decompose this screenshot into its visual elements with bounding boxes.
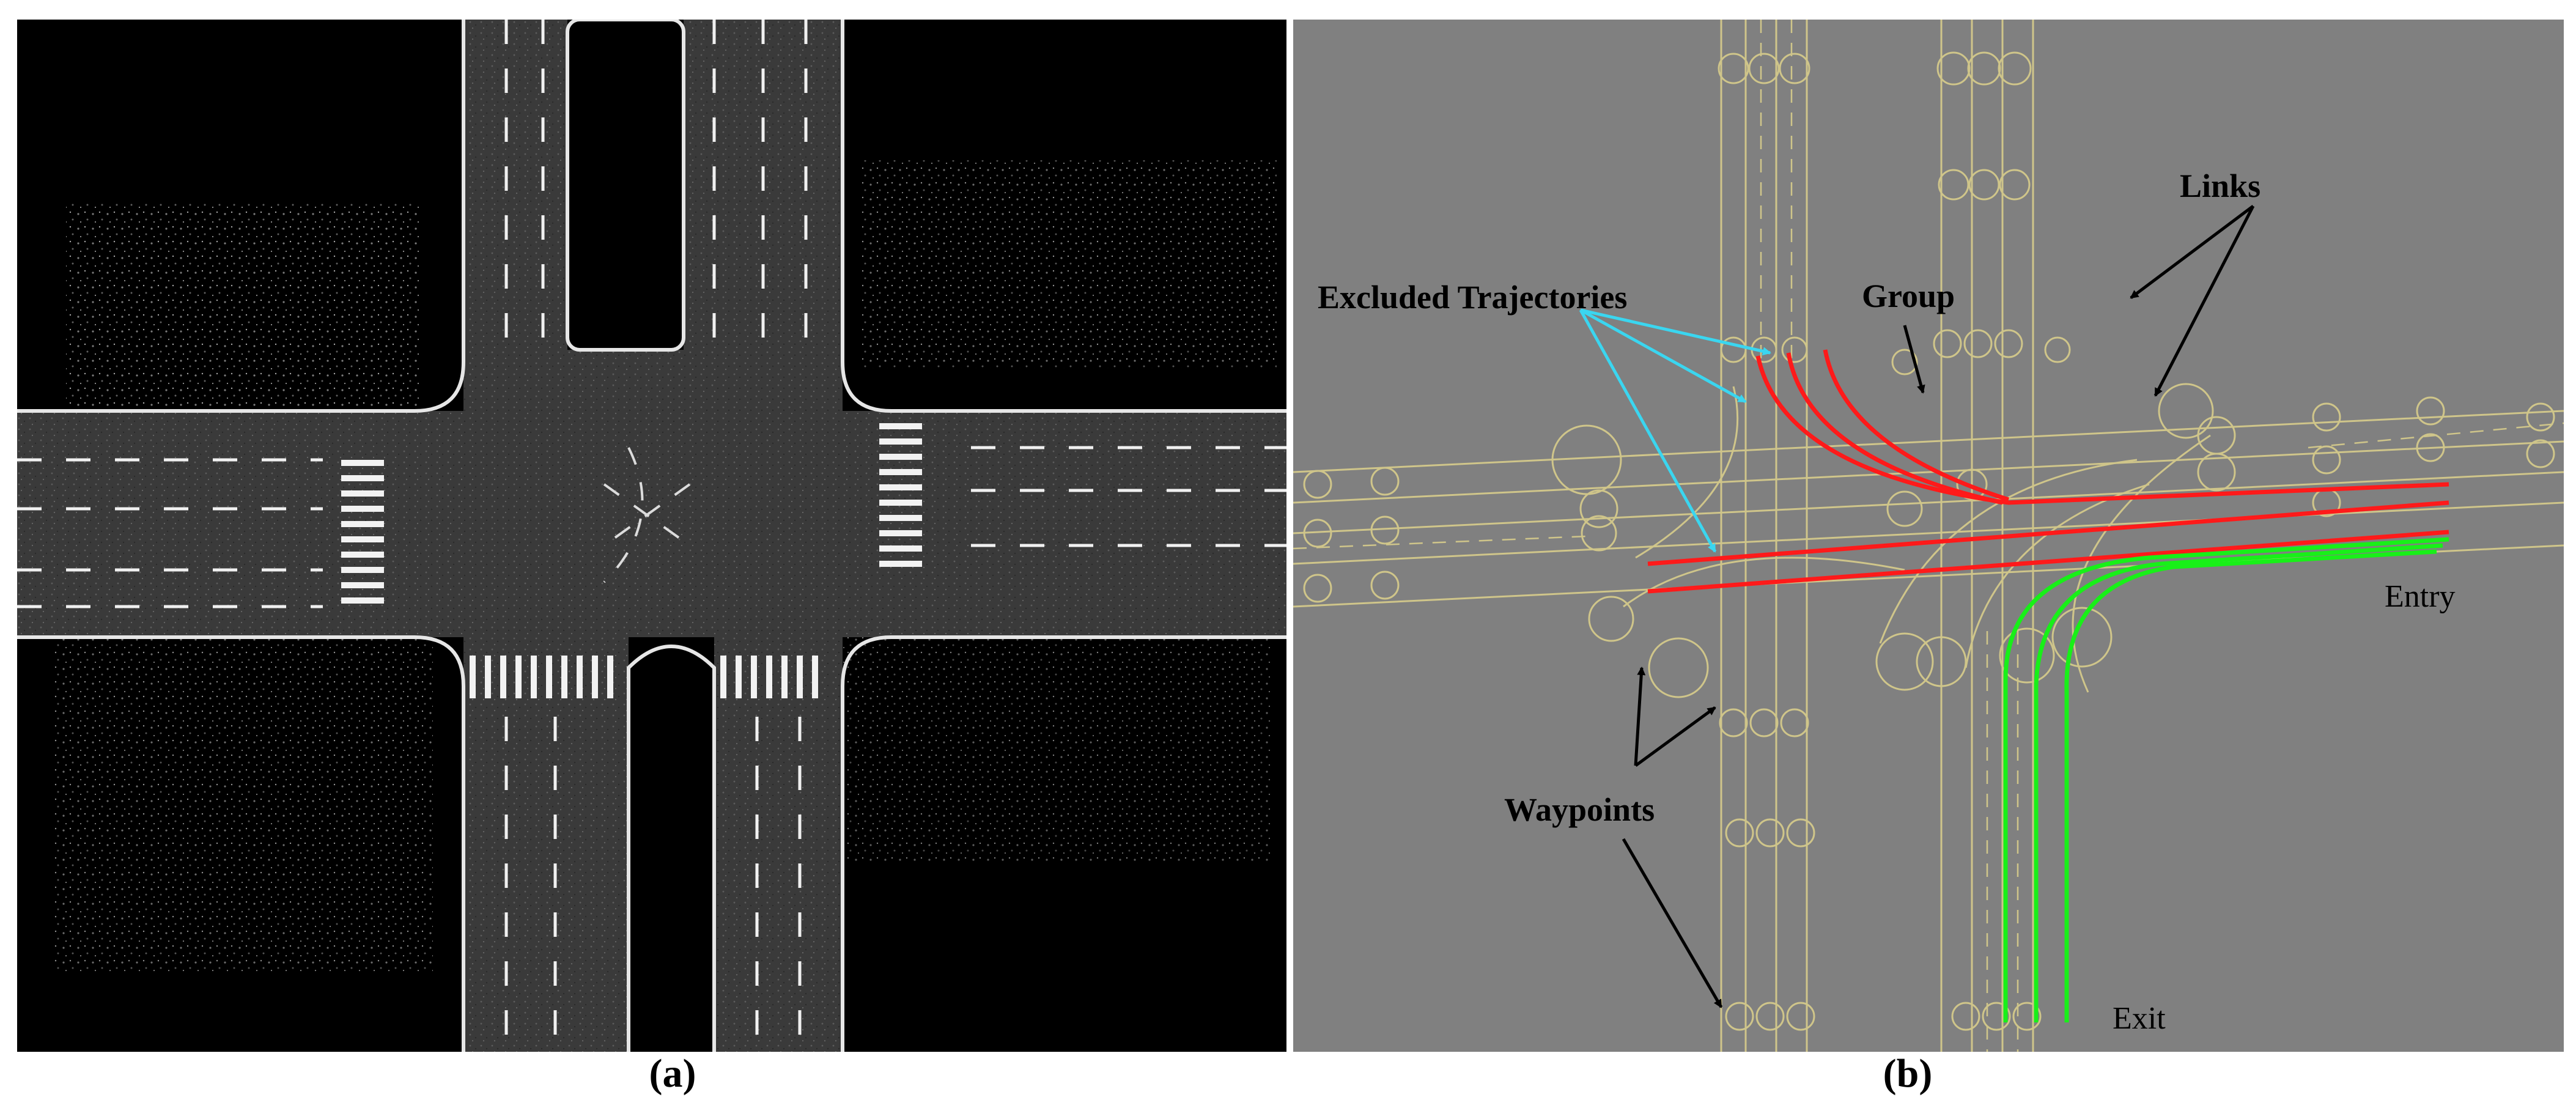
excluded-trajectories — [1647, 349, 2449, 594]
panel-b-caption: (b) — [1883, 1051, 1933, 1096]
exit-label: Exit — [2113, 1001, 2166, 1036]
excluded-callout-arrows — [1579, 308, 1771, 553]
excluded-trajectories-label: Excluded Trajectories — [1318, 279, 1627, 316]
links-label: Links — [2180, 168, 2260, 204]
waypoints — [1303, 51, 2555, 1031]
pointcloud-panel — [17, 20, 1286, 1052]
black-callout-arrows — [1622, 205, 2255, 1008]
pointcloud-image — [17, 20, 1286, 1052]
included-trajectories — [2003, 537, 2449, 1022]
group-label: Group — [1862, 278, 1955, 314]
lane-map-diagram: Excluded Trajectories Group Links Entry … — [1293, 20, 2564, 1052]
panel-a-caption: (a) — [649, 1051, 696, 1096]
entry-label: Entry — [2385, 579, 2456, 614]
lane-map-panel: Excluded Trajectories Group Links Entry … — [1293, 20, 2564, 1052]
waypoints-label: Waypoints — [1504, 791, 1655, 828]
